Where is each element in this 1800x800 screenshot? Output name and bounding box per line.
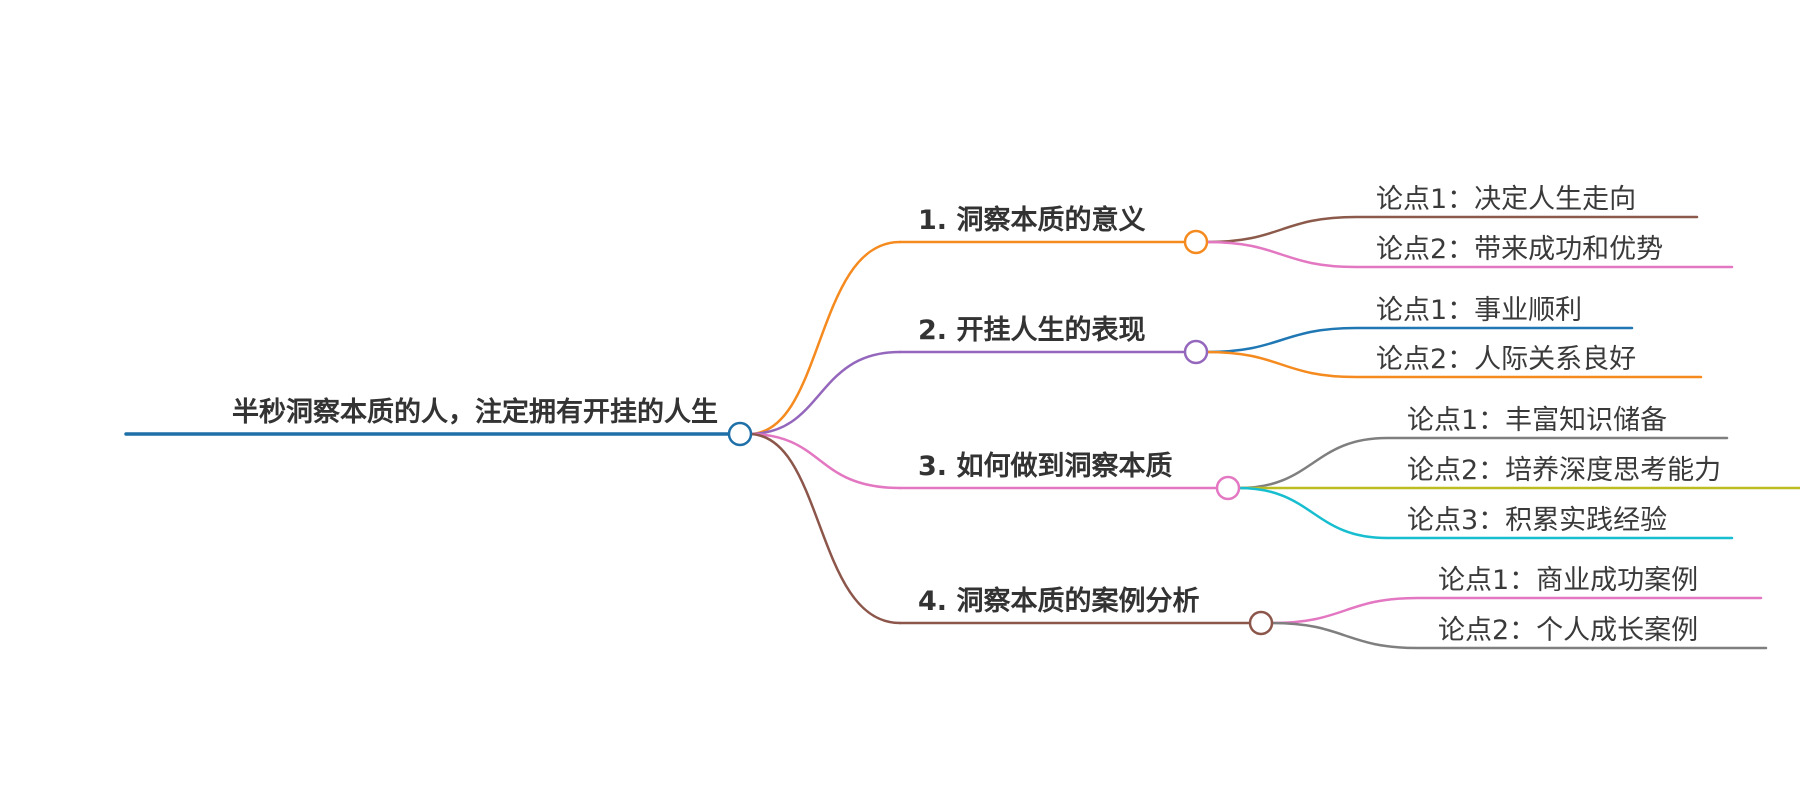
- branch-3-leaf-1[interactable]: 论点1：丰富知识储备: [1407, 405, 1668, 436]
- edge-branch-1-leaf-1: [1205, 215, 1699, 244]
- edge-root-branch-3: [747, 432, 902, 490]
- branch-3-leaf-2[interactable]: 论点2：培养深度思考能力: [1407, 455, 1722, 486]
- edge-root-branch-4: [747, 432, 902, 625]
- branch-1-leaf-1[interactable]: 论点1：决定人生走向: [1376, 184, 1637, 215]
- branch-4-topic[interactable]: 4. 洞察本质的案例分析: [918, 586, 1200, 617]
- edge-branch-4-leaf-1: [1270, 596, 1763, 625]
- branch-2-leaf-2[interactable]: 论点2：人际关系良好: [1376, 344, 1637, 375]
- branch-1-node[interactable]: [1183, 229, 1209, 255]
- branch-3-leaf-3[interactable]: 论点3：积累实践经验: [1407, 505, 1668, 536]
- edge-branch-1-leaf-2: [1205, 240, 1734, 269]
- edge-root-branch-1: [747, 240, 902, 436]
- edge-branch-3-leaf-3: [1237, 486, 1734, 540]
- branch-4-node[interactable]: [1248, 610, 1274, 636]
- edge-root-branch-2: [747, 350, 902, 436]
- node-circles: [727, 229, 1274, 636]
- edge-branch-3-leaf-1: [1237, 436, 1729, 490]
- root-topic[interactable]: 半秒洞察本质的人，注定拥有开挂的人生: [232, 397, 718, 428]
- branch-1-topic[interactable]: 1. 洞察本质的意义: [918, 205, 1146, 236]
- connectors: [124, 215, 1800, 650]
- edge-branch-2-leaf-2: [1205, 350, 1703, 379]
- edge-branch-2-leaf-1: [1205, 326, 1634, 354]
- branch-3-topic[interactable]: 3. 如何做到洞察本质: [918, 451, 1173, 482]
- branch-1-leaf-2[interactable]: 论点2：带来成功和优势: [1376, 234, 1664, 265]
- branch-2-leaf-1[interactable]: 论点1：事业顺利: [1376, 295, 1583, 326]
- branch-2-node[interactable]: [1183, 339, 1209, 365]
- branch-3-node[interactable]: [1215, 475, 1241, 501]
- branch-4-leaf-1[interactable]: 论点1：商业成功案例: [1438, 565, 1699, 596]
- root-node[interactable]: [727, 421, 753, 447]
- branch-2-topic[interactable]: 2. 开挂人生的表现: [918, 315, 1146, 346]
- branch-4-leaf-2[interactable]: 论点2：个人成长案例: [1438, 615, 1699, 646]
- edge-branch-4-leaf-2: [1270, 621, 1768, 650]
